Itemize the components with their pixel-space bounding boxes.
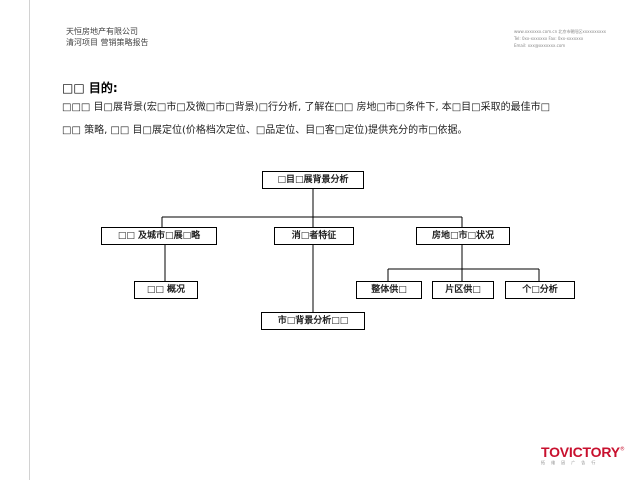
report-title: 清河项目 营销策略报告 xyxy=(66,38,149,47)
overall-supply-node: 整体供□ xyxy=(356,281,422,299)
section-title: □□ 目的: xyxy=(62,81,118,95)
contact-line-3: Email: xxx@xxxxxxx.com xyxy=(514,43,566,48)
case-analysis-node: 个□分析 xyxy=(505,281,575,299)
area-supply-node: 片区供□ xyxy=(432,281,494,299)
market-status-node: 房地□市□状况 xyxy=(416,227,510,245)
document-header: 天恒房地产有限公司 清河项目 营销策略报告 xyxy=(66,26,149,48)
brand-logo: TOVICTORY® 拓 维 因 广 告 行 xyxy=(541,442,625,466)
root-node: □目□展背景分析 xyxy=(262,171,364,189)
contact-line-1: www.xxxxxxx.com.cn 北京市朝阳区xxxxxxxxxx xyxy=(514,29,607,34)
left-margin-rule xyxy=(29,0,30,480)
logo-wordmark: TOVICTORY xyxy=(541,444,620,460)
overview-node: □□ 概况 xyxy=(134,281,198,299)
registered-mark-icon: ® xyxy=(619,446,625,453)
contact-line-2: Tel: 0xx-xxxxxxx Fax: 0xx-xxxxxxx xyxy=(514,36,584,41)
contact-info: www.xxxxxxx.com.cn 北京市朝阳区xxxxxxxxxx Tel:… xyxy=(514,28,606,49)
purpose-text-line-2: □□ 策略, □□ 目□展定位(价格档次定位、□品定位、目□客□定位)提供充分的… xyxy=(62,125,468,136)
policy-strategy-node: □□ 及城市□展□略 xyxy=(101,227,217,245)
conclusion-node: 市□背景分析□□ xyxy=(261,312,365,330)
consumer-traits-node: 消□者特征 xyxy=(274,227,354,245)
logo-tagline: 拓 维 因 广 告 行 xyxy=(541,460,598,465)
purpose-text-line-1: □□□ 目□展背景(宏□市□及微□市□背景)□行分析, 了解在□□ 房地□市□条… xyxy=(62,102,551,113)
company-name: 天恒房地产有限公司 xyxy=(66,27,138,36)
